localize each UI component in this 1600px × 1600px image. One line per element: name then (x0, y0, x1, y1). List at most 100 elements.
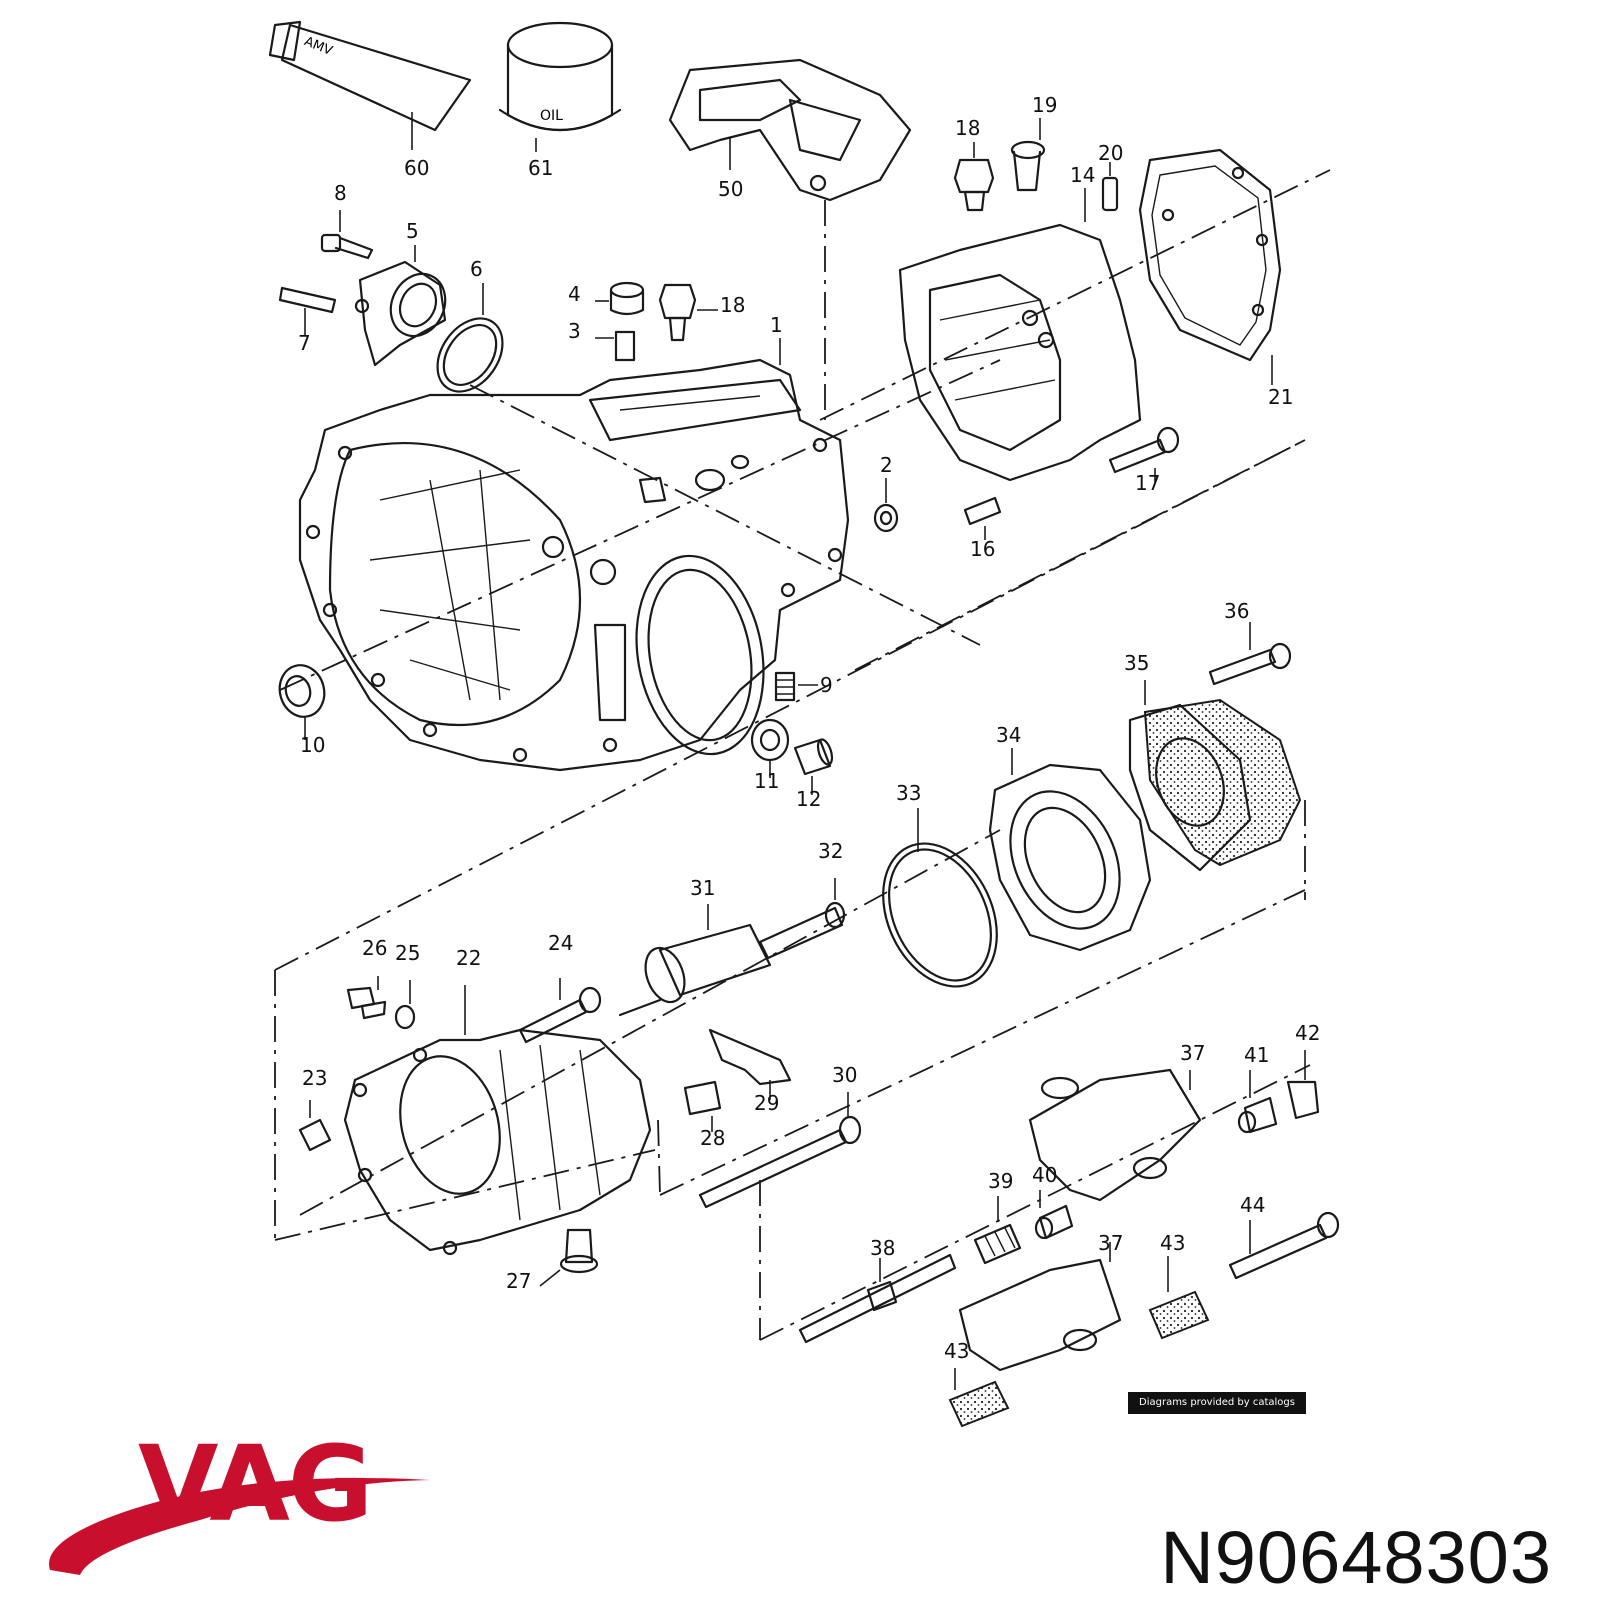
part-label: 10 (300, 733, 325, 757)
part-8-bolt (320, 210, 374, 260)
part-30-long-bolt (698, 1092, 862, 1209)
part-label: 16 (970, 537, 995, 561)
part-label: 9 (820, 673, 833, 697)
part-19-bolt (1010, 118, 1046, 192)
part-3-pin (595, 330, 636, 362)
part-16-pin (963, 496, 1002, 540)
part-label: 7 (298, 331, 311, 355)
part-42-clip (1286, 1050, 1320, 1120)
part-label: 3 (568, 319, 581, 343)
part-28-block (683, 1080, 722, 1132)
vag-wordmark: VAG (138, 1423, 371, 1545)
part-10-seal (278, 664, 326, 740)
part-26-plug (346, 976, 387, 1020)
diagram-credit: Diagrams provided by catalogs parts (1128, 1392, 1306, 1430)
part-label: 25 (395, 941, 420, 965)
part-37-lower-shield (958, 1242, 1122, 1372)
part-5-flange (358, 245, 447, 367)
part-29-plate (708, 1028, 792, 1100)
part-label: 32 (818, 839, 843, 863)
part-label: 36 (1224, 599, 1249, 623)
part-24-bolt (518, 978, 602, 1044)
part-label: 31 (690, 876, 715, 900)
part-label: 6 (470, 257, 483, 281)
part-label: 22 (456, 946, 481, 970)
part-label: 11 (754, 769, 779, 793)
part-43-upper-sleeve (1148, 1256, 1210, 1340)
part-label: 33 (896, 781, 921, 805)
part-label: 19 (1032, 93, 1057, 117)
part-2-nut (873, 478, 899, 533)
part-22-extension-housing (343, 985, 652, 1256)
part-60-grease-tube: AMV (268, 20, 472, 150)
part-38-stud (798, 1253, 957, 1344)
part-label: 12 (796, 787, 821, 811)
part-label: 28 (700, 1126, 725, 1150)
part-20-pin (1101, 162, 1119, 212)
part-label: 60 (404, 156, 429, 180)
part-label: 21 (1268, 385, 1293, 409)
part-36-bolt (1208, 622, 1292, 686)
part-34-flange-housing (988, 748, 1152, 952)
part-25-washer (394, 980, 416, 1030)
part-27-plug (539, 1228, 599, 1287)
part-11-seal (750, 718, 790, 778)
part-label: 50 (718, 177, 743, 201)
part-label: 42 (1295, 1021, 1320, 1045)
part-label: 44 (1240, 1193, 1265, 1217)
part-label: 24 (548, 931, 573, 955)
part-label: 40 (1032, 1163, 1057, 1187)
part-12-sleeve (793, 738, 834, 795)
part-label: 17 (1135, 471, 1160, 495)
part-37-upper-shield (1028, 1068, 1202, 1202)
part-label: 43 (944, 1339, 969, 1363)
part-1-gearbox-housing (298, 338, 850, 772)
part-label: 1 (770, 313, 783, 337)
part-14-rear-housing (898, 188, 1142, 482)
part-label: 29 (754, 1091, 779, 1115)
part-label: 35 (1124, 651, 1149, 675)
part-number-labels: 1234567891011121416171818192021222324252… (298, 93, 1320, 1363)
part-4-cap (595, 281, 645, 316)
part-number: N90648303 (1160, 1516, 1552, 1599)
part-label: 37 (1098, 1231, 1123, 1255)
part-40-bush (1034, 1190, 1074, 1240)
part-6-gasket (436, 283, 504, 393)
part-label: 14 (1070, 163, 1095, 187)
part-label: 39 (988, 1169, 1013, 1193)
part-33-o-ring (882, 808, 998, 988)
part-label: 27 (506, 1269, 531, 1293)
part-label: 8 (334, 181, 347, 205)
part-17-bolt (1108, 426, 1180, 482)
part-label: 43 (1160, 1231, 1185, 1255)
part-43-lower-sleeve (948, 1368, 1010, 1428)
part-35-cover (1128, 680, 1302, 872)
part-label: 5 (406, 219, 419, 243)
part-39-spring (973, 1196, 1022, 1265)
part-23-plug (298, 1100, 332, 1152)
part-41-bush (1237, 1070, 1278, 1134)
part-label: 23 (302, 1066, 327, 1090)
part-18-plug-upper (658, 283, 718, 342)
part-label: 30 (832, 1063, 857, 1087)
part-label: 38 (870, 1236, 895, 1260)
part-label: 4 (568, 282, 581, 306)
part-label: 37 (1180, 1041, 1205, 1065)
part-18-plug-lower (953, 142, 995, 212)
part-21-gasket (1138, 148, 1282, 385)
vag-logo: VAG (49, 1423, 430, 1575)
part-label: 20 (1098, 141, 1123, 165)
part-7-sender (278, 286, 370, 335)
part-50-bracket (668, 58, 912, 202)
part-label: 26 (362, 936, 387, 960)
part-label: 34 (996, 723, 1021, 747)
part-32-ring (824, 878, 846, 929)
part-label: 61 (528, 156, 553, 180)
oil-text: OIL (540, 108, 563, 124)
part-44-bolt (1228, 1211, 1340, 1280)
part-31-shift-rod (618, 904, 844, 1017)
part-label: 41 (1244, 1043, 1269, 1067)
part-label: 18 (720, 293, 745, 317)
part-label: 18 (955, 116, 980, 140)
